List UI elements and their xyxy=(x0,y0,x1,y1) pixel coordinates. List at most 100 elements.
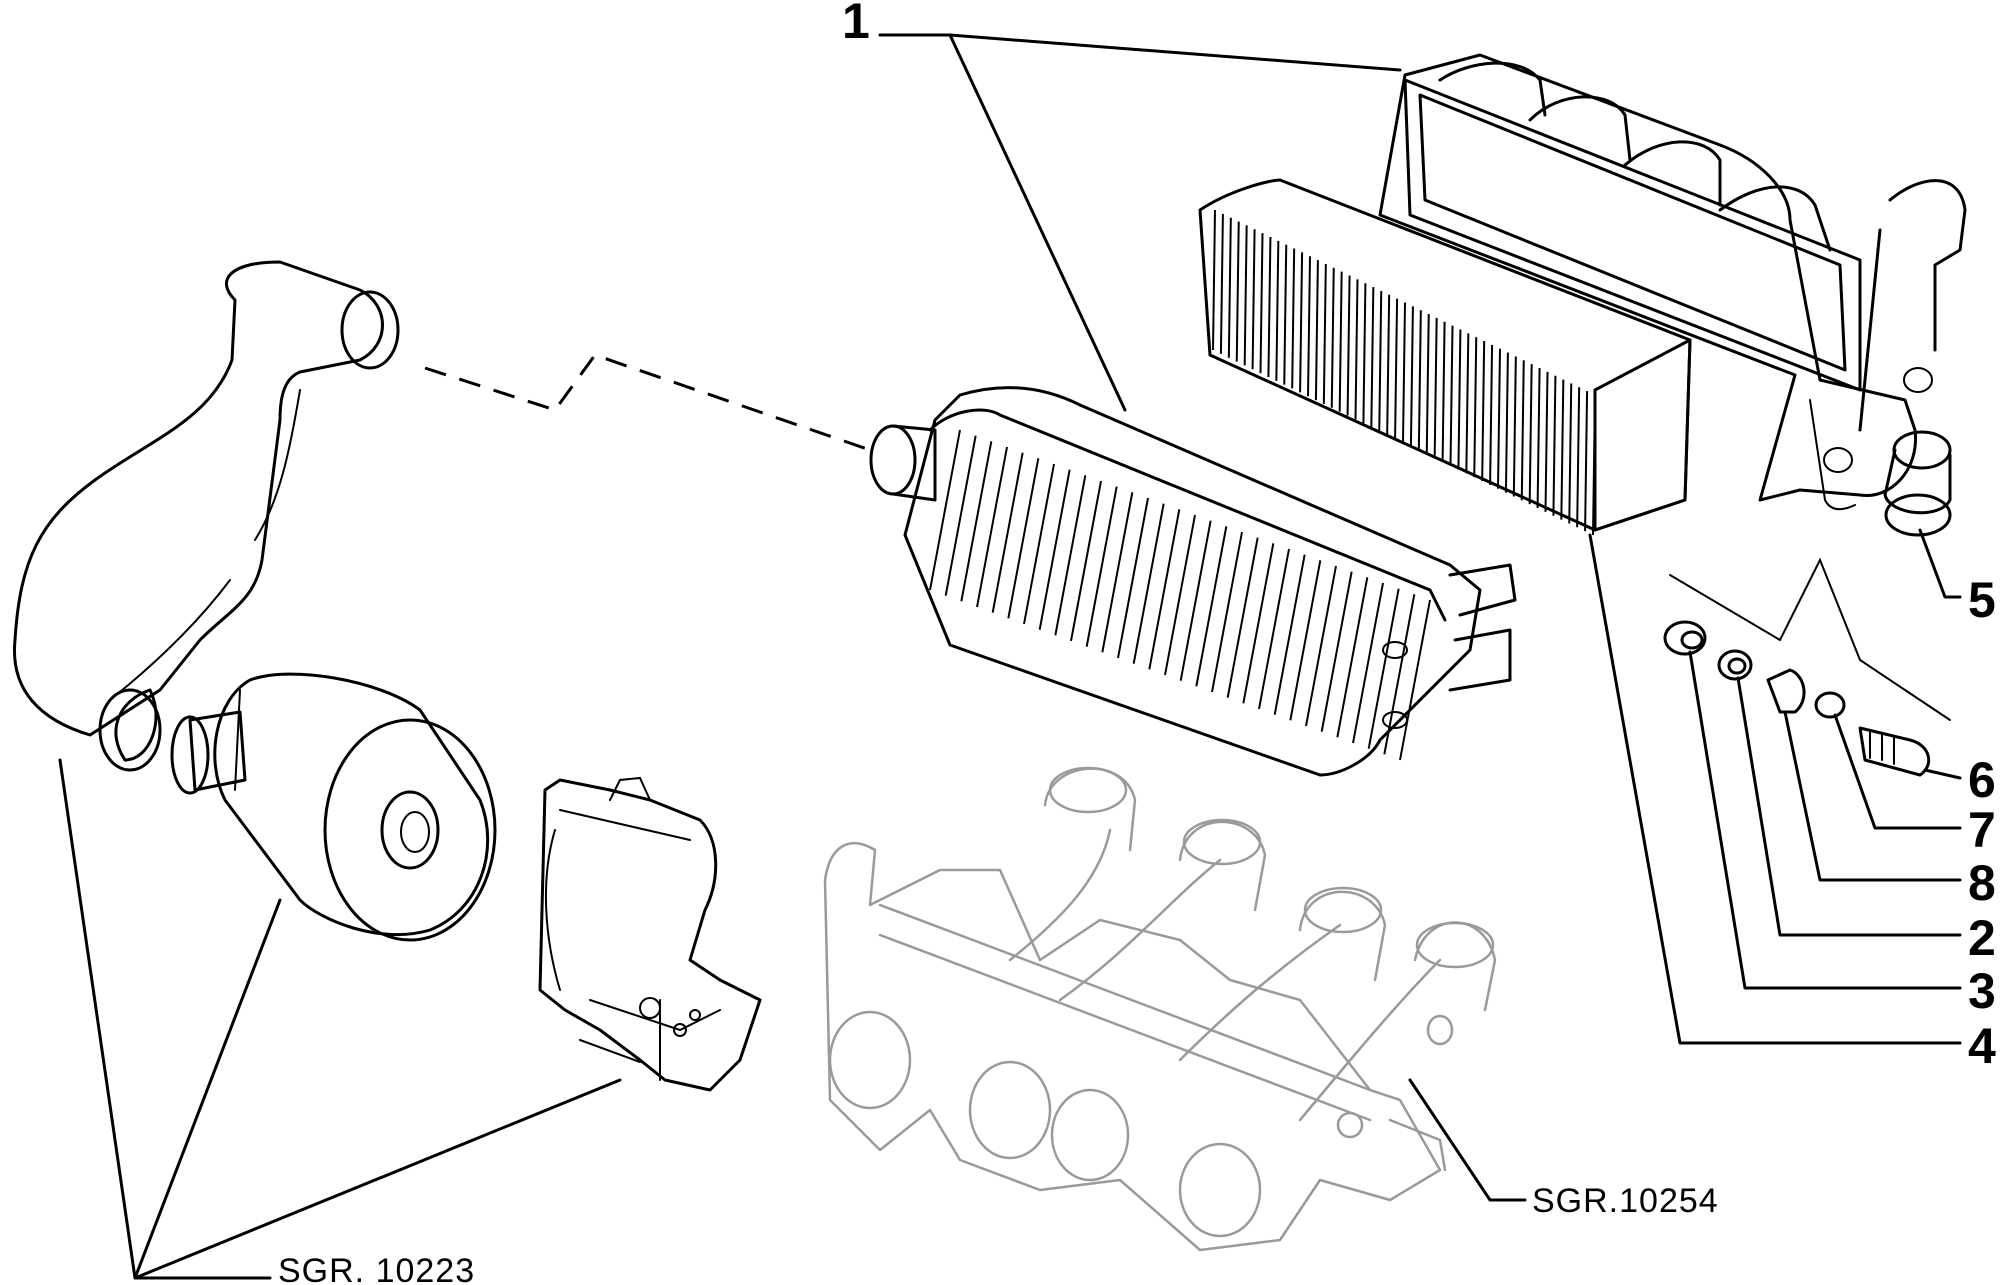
connection-dash-line xyxy=(424,353,871,452)
fin-line xyxy=(1259,233,1264,374)
fin-line xyxy=(1291,248,1296,389)
air-intake-hose xyxy=(12,260,400,772)
fin-line xyxy=(1425,314,1430,455)
fin-line xyxy=(1148,509,1181,670)
fin-line xyxy=(1038,469,1071,630)
fin-line xyxy=(1164,514,1196,676)
callout-3: 3 xyxy=(1968,963,1996,1019)
fin-line xyxy=(1552,375,1557,516)
leader-5 xyxy=(1918,528,1962,599)
fin-line xyxy=(960,441,993,602)
fin-line xyxy=(1101,492,1134,653)
fin-line xyxy=(1504,352,1509,493)
washer-part-2 xyxy=(1717,649,1753,681)
fin-line xyxy=(1465,333,1470,474)
fin-line xyxy=(1305,565,1337,727)
fin-line xyxy=(1520,360,1525,501)
callout-1: 1 xyxy=(842,0,870,49)
fin-line xyxy=(1179,520,1212,681)
leader-7 xyxy=(1833,713,1962,830)
fin-line xyxy=(1289,560,1322,721)
fin-line xyxy=(1307,256,1311,397)
fin-line xyxy=(1117,497,1149,659)
spacer-part-3 xyxy=(1663,620,1707,656)
fin-line xyxy=(1023,463,1055,625)
hardware-set xyxy=(1663,557,1951,777)
fin-line xyxy=(1352,582,1384,744)
reference-sgr-10223: SGR. 10223 xyxy=(278,1252,475,1285)
fin-line xyxy=(1070,480,1102,642)
bushing-part-8 xyxy=(1766,668,1806,714)
fin-line xyxy=(1457,329,1462,470)
fin-line xyxy=(1383,594,1416,755)
fin-line xyxy=(1370,287,1375,428)
filter-element xyxy=(1198,178,1692,536)
fin-line xyxy=(1242,543,1275,704)
leader-sgr-10254 xyxy=(1408,1078,1527,1202)
leader-6 xyxy=(1923,768,1962,780)
leader-2 xyxy=(1736,676,1962,937)
finned-air-box xyxy=(869,386,1517,777)
fin-line xyxy=(1367,588,1400,749)
fin-line xyxy=(1054,475,1087,636)
fin-line xyxy=(1386,294,1391,435)
fin-line xyxy=(1322,263,1327,404)
fin-line xyxy=(1314,260,1319,401)
fin-line xyxy=(1195,526,1228,687)
bolt-part-6 xyxy=(1858,726,1931,777)
fin-line xyxy=(1481,341,1486,482)
fin-line xyxy=(1251,229,1256,370)
fin-line xyxy=(1489,344,1494,485)
callout-6: 6 xyxy=(1968,752,1996,808)
mounting-bracket xyxy=(538,776,762,1092)
fin-line xyxy=(1330,267,1335,408)
fin-line xyxy=(944,435,977,596)
fin-line xyxy=(1584,391,1589,532)
fin-line xyxy=(1473,337,1478,478)
fin-line xyxy=(1227,217,1232,358)
fin-line xyxy=(1346,275,1351,416)
fin-line xyxy=(1283,244,1288,385)
fin-line xyxy=(1235,221,1240,362)
fin-line xyxy=(1211,531,1243,693)
fin-line xyxy=(1299,252,1304,393)
fin-line xyxy=(1212,209,1216,351)
callout-8: 8 xyxy=(1968,855,1996,911)
fin-line xyxy=(1336,577,1369,738)
callout-4: 4 xyxy=(1968,1018,1996,1074)
fin-line xyxy=(1592,394,1596,536)
fin-line xyxy=(1362,283,1367,424)
fin-line xyxy=(1544,371,1549,512)
intake-plenum xyxy=(1378,53,1967,511)
fin-line xyxy=(1399,599,1431,761)
fin-line xyxy=(1512,356,1517,497)
fin-line xyxy=(1219,213,1224,354)
fin-line xyxy=(1402,302,1406,443)
fin-line xyxy=(1007,458,1040,619)
leader-3 xyxy=(1688,650,1962,990)
fin-line xyxy=(1528,364,1533,505)
fin-line xyxy=(1576,387,1581,528)
leader-4 xyxy=(1588,533,1962,1045)
lock-washer-part-7 xyxy=(1814,691,1846,719)
fin-line xyxy=(976,446,1008,608)
fin-line xyxy=(1433,317,1438,458)
cylindrical-filter xyxy=(170,672,497,942)
fin-line xyxy=(1560,379,1565,520)
fin-line xyxy=(1338,271,1343,412)
fin-line xyxy=(1085,486,1118,647)
fin-line xyxy=(991,452,1024,613)
fin-line xyxy=(1409,306,1414,447)
reference-sgr-10254: SGR.10254 xyxy=(1532,1182,1719,1220)
fin-line xyxy=(1497,348,1501,489)
callout-7: 7 xyxy=(1968,802,1996,858)
fin-line xyxy=(1378,290,1383,431)
fin-line xyxy=(1417,310,1422,451)
fin-line xyxy=(1275,240,1280,381)
fin-line xyxy=(1354,279,1359,420)
fin-line xyxy=(1132,503,1165,664)
rubber-grommet xyxy=(1883,430,1952,537)
fin-line xyxy=(1243,225,1248,366)
fin-line xyxy=(1320,571,1353,732)
fin-line xyxy=(1394,298,1399,439)
